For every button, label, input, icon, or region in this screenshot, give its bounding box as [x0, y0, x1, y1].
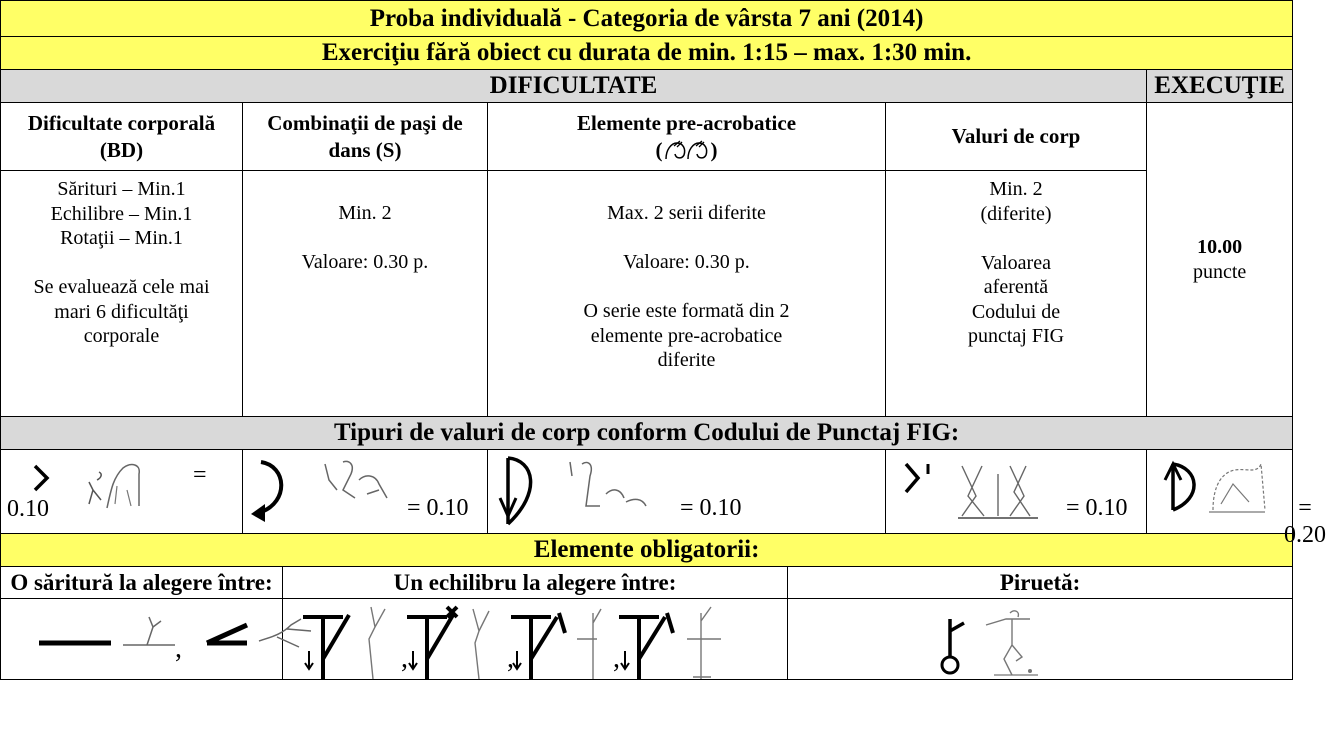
mandatory-balance-header: Un echilibru la alegere între: — [282, 566, 788, 599]
mandatory-header: Elemente obligatorii: — [0, 533, 1294, 567]
pirouette-symbols-cell — [786, 598, 1294, 680]
mandatory-pirouette-header: Piruetă: — [786, 566, 1294, 599]
execution-header: EXECUŢIE — [1145, 69, 1294, 103]
wave-type-5: = 0.20 — [1145, 449, 1326, 548]
difficulty-header: DIFICULTATE — [0, 69, 1147, 103]
wave-d-up-icon — [1163, 460, 1266, 513]
col-header-dance-steps: Combinaţii de paşi de dans (S) — [242, 102, 488, 171]
rules-table: Proba individuală - Categoria de vârsta … — [0, 0, 1326, 680]
wave-type-3: = 0.10 — [487, 449, 886, 534]
document-page: Proba individuală - Categoria de vârsta … — [0, 0, 1326, 680]
wave-bracket-tick-icon — [904, 462, 1038, 519]
page-subtitle: Exerciţiu fără obiect cu durata de min. … — [0, 36, 1294, 70]
body-waves-cell: Min. 2 (diferite) Valoarea aferentă Codu… — [885, 170, 1147, 417]
jump-symbols-cell: , — [0, 598, 312, 680]
wave-type-2: = 0.10 — [242, 449, 488, 534]
wave-arrow-curve-icon — [251, 460, 388, 522]
pre-acro-cell: Max. 2 serii diferite Valoare: 0.30 p. O… — [487, 170, 886, 417]
wave-bracket-icon — [33, 463, 140, 509]
pre-acro-symbol-icon — [664, 140, 707, 160]
wave-types-header: Tipuri de valuri de corp conform Codului… — [0, 416, 1294, 450]
col-header-body-waves: Valuri de corp — [885, 102, 1147, 171]
pirouette-icon — [940, 610, 1038, 676]
balance-attitude-icon — [303, 605, 721, 680]
balance-symbols-cell: , , , — [282, 598, 788, 680]
execution-score-cell: 10.00 puncte — [1145, 102, 1294, 417]
execution-unit: puncte — [1192, 260, 1247, 283]
mandatory-jump-header: O săritură la alegere între: — [0, 566, 283, 599]
col-header-pre-acro: Elemente pre-acrobatice ( ) — [487, 102, 886, 171]
wave-type-1: = 0.10 — [0, 449, 243, 534]
wave-type-4: = 0.10 — [885, 449, 1147, 534]
wave-d-arrow-icon — [498, 456, 647, 526]
jump-split-icon — [39, 616, 312, 648]
page-title: Proba individuală - Categoria de vârsta … — [0, 0, 1294, 37]
col-header-body-difficulty: Dificultate corporală (BD) — [0, 102, 243, 171]
dance-steps-cell: Min. 2 Valoare: 0.30 p. — [242, 170, 488, 417]
body-difficulty-cell: Sărituri – Min.1 Echilibre – Min.1 Rotaţ… — [0, 170, 243, 417]
execution-score: 10.00 — [1197, 235, 1243, 258]
